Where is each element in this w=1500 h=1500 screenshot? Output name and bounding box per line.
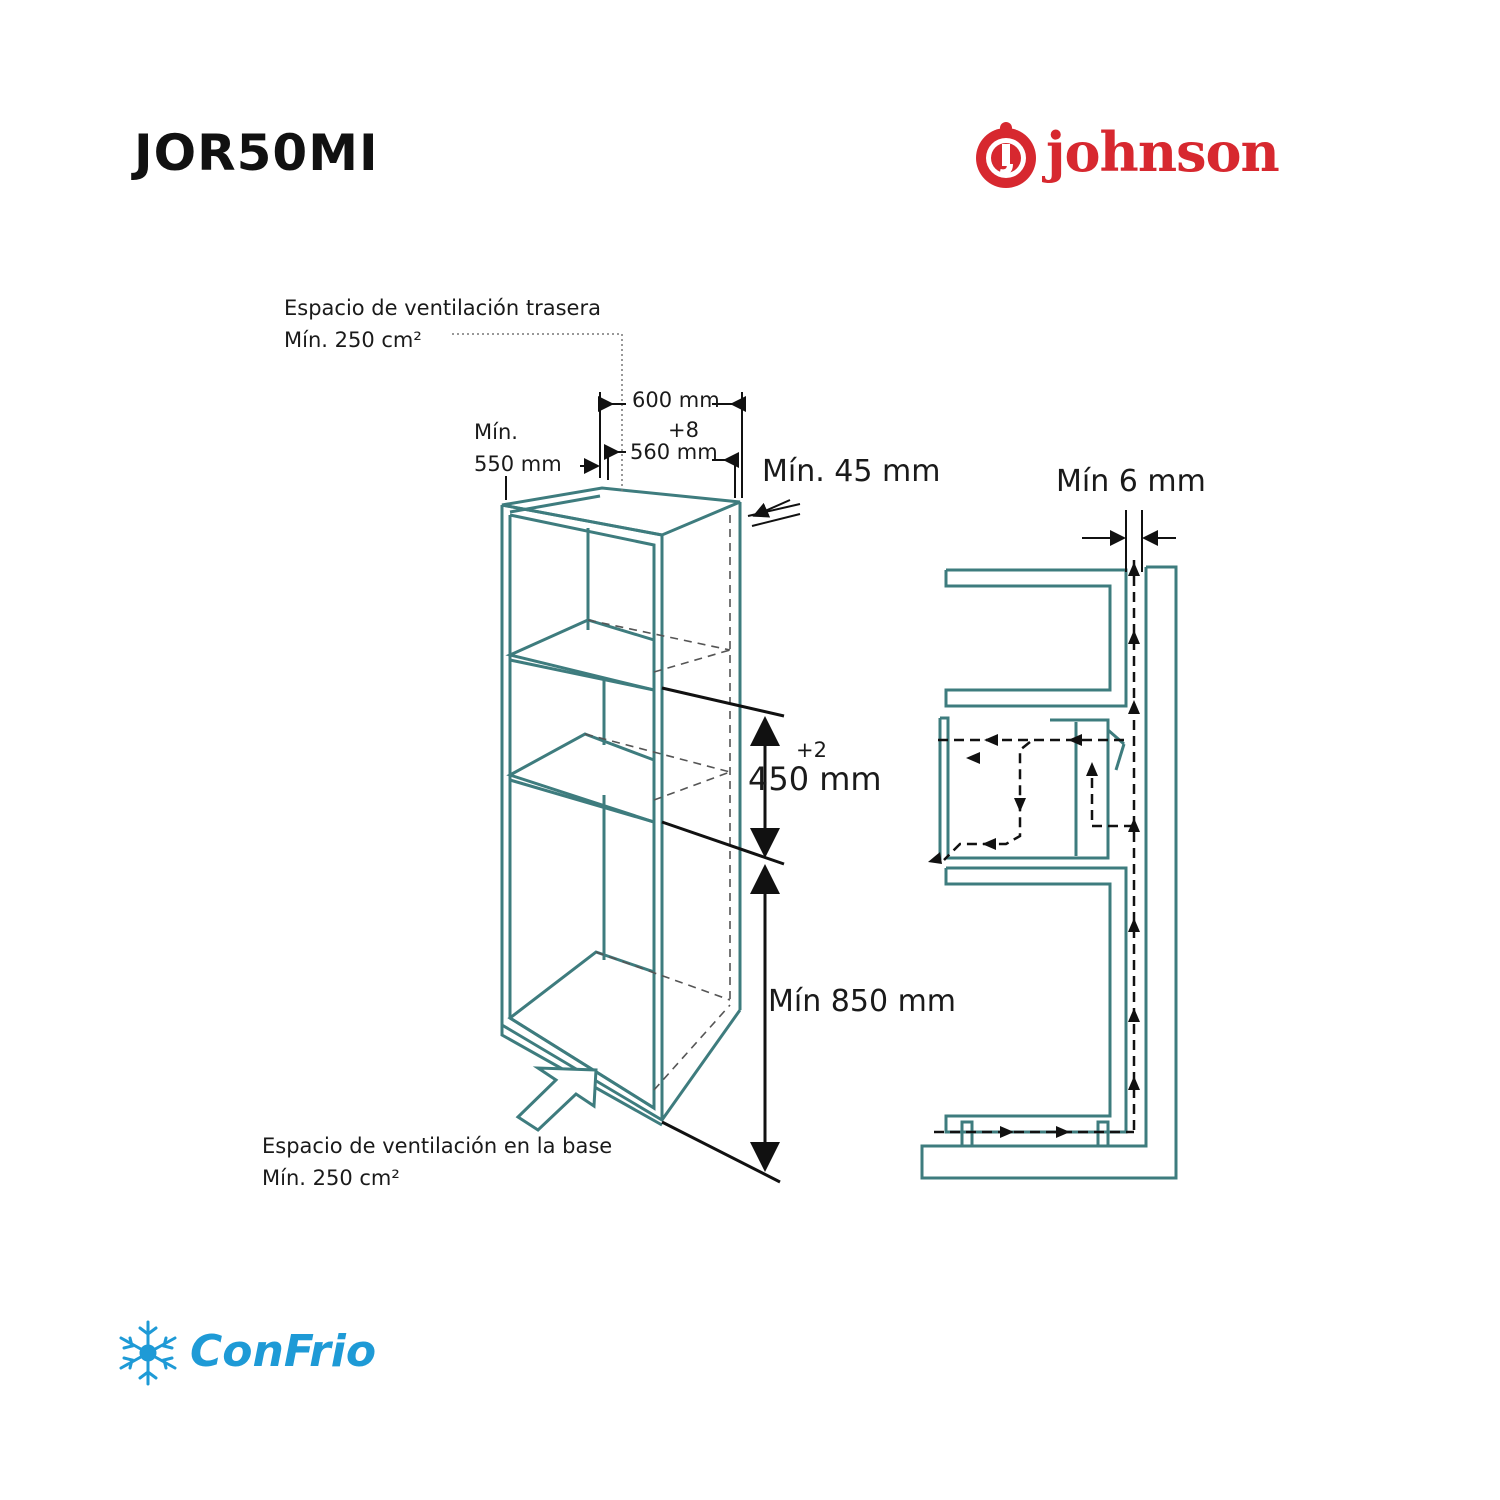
base-vent-min: Mín. 250 cm² [262, 1166, 400, 1190]
rear-vent-title: Espacio de ventilación trasera [284, 296, 601, 320]
footer-brand: ConFrio [190, 1326, 377, 1377]
rear-vent-min: Mín. 250 cm² [284, 328, 422, 352]
width-560-label: 560 mm [630, 440, 718, 464]
airflow-arrows [928, 562, 1140, 1138]
base-vent-title: Espacio de ventilación en la base [262, 1134, 613, 1158]
brand-name: johnson [1046, 120, 1280, 184]
rear-vent-leader [452, 333, 623, 492]
snowflake-icon [119, 1320, 177, 1386]
base-vent-arrow-icon [515, 1066, 598, 1132]
tolerance-2-label: +2 [796, 738, 827, 762]
height-450-label: 450 mm [748, 760, 882, 798]
tolerance-8-label: +8 [668, 418, 699, 442]
height-850-label: Mín 850 mm [768, 984, 957, 1019]
airflow-paths [934, 560, 1136, 1134]
gap-6-label: Mín 6 mm [1056, 464, 1206, 499]
depth-min-label: Mín. [474, 420, 518, 444]
gap-45-label: Mín. 45 mm [762, 454, 941, 489]
cabinet-3d [500, 486, 742, 1127]
section-view [920, 565, 1178, 1180]
johnson-logo [976, 122, 1036, 188]
model-title: JOR50MI [134, 124, 379, 182]
cabinet-hidden-lines [584, 515, 731, 1091]
width-600-label: 600 mm [632, 388, 720, 412]
depth-550-label: 550 mm [474, 452, 562, 476]
confrio-logo [119, 1320, 177, 1386]
